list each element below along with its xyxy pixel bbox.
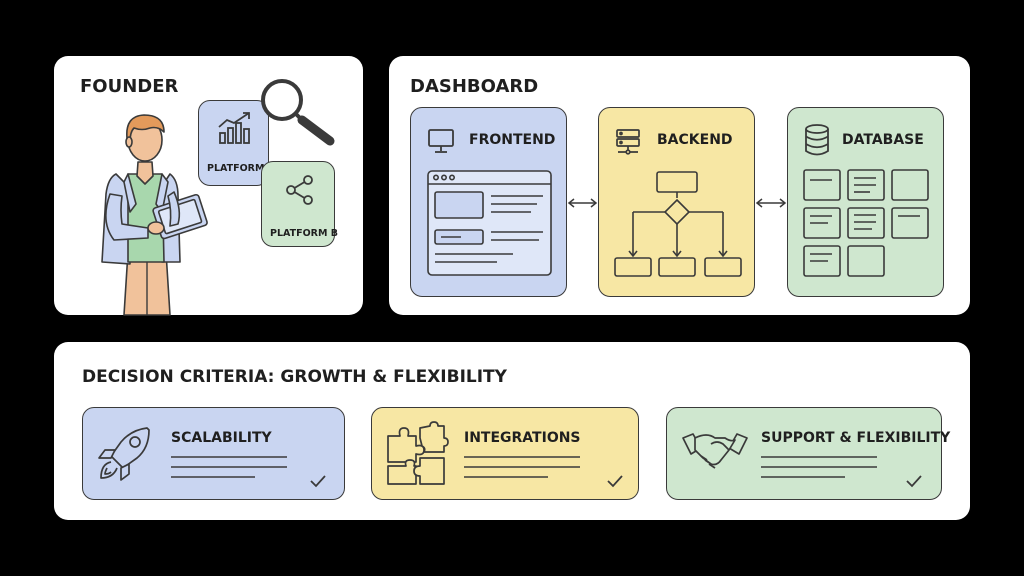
integrations-label: INTEGRATIONS (464, 430, 581, 446)
criteria-panel: DECISION CRITERIA: GROWTH & FLEXIBILITY … (54, 342, 970, 520)
magnifier-icon (261, 79, 335, 146)
integrations-text-lines (464, 456, 580, 478)
scalability-text-lines (171, 456, 287, 478)
frontend-backend-connector (567, 198, 598, 208)
criteria-title: DECISION CRITERIA: GROWTH & FLEXIBILITY (82, 367, 507, 387)
backend-label: BACKEND (657, 132, 733, 148)
frontend-label: FRONTEND (469, 132, 556, 148)
scalability-label: SCALABILITY (171, 430, 272, 446)
dashboard-title: DASHBOARD (410, 76, 539, 97)
handshake-icon (682, 433, 748, 469)
support-flexibility-text-lines (761, 456, 877, 478)
dashboard-panel: DASHBOARD FRONTEND (389, 56, 970, 315)
frontend-card[interactable]: FRONTEND (410, 107, 567, 297)
scalability-card[interactable]: SCALABILITY (82, 407, 345, 500)
share-icon (286, 175, 313, 205)
browser-window-icon (427, 170, 552, 276)
scalability-check-icon (310, 475, 326, 488)
backend-database-connector (755, 198, 787, 208)
backend-card[interactable]: BACKEND (598, 107, 755, 297)
server-icon (616, 129, 640, 155)
monitor-icon (428, 129, 454, 153)
rocket-icon (98, 427, 150, 481)
support-flexibility-label: SUPPORT & FLEXIBILITY (761, 430, 951, 446)
platform-a-card[interactable]: PLATFORM A (198, 100, 275, 186)
support-flexibility-check-icon (906, 475, 922, 488)
person-tablet-icon (101, 114, 208, 316)
integrations-check-icon (607, 475, 623, 488)
puzzle-icon (387, 421, 449, 485)
flowchart-icon (614, 171, 742, 277)
support-flexibility-card[interactable]: SUPPORT & FLEXIBILITY (666, 407, 950, 500)
platform-b-label: PLATFORM B (270, 228, 338, 239)
database-label: DATABASE (842, 132, 924, 148)
platform-b-card[interactable]: PLATFORM B (261, 161, 338, 247)
growth-chart-icon (218, 112, 250, 144)
founder-title: FOUNDER (80, 76, 179, 97)
founder-panel: FOUNDER PLATFORM A PLATFORM (54, 56, 363, 316)
database-icon (805, 124, 829, 156)
data-grid-icon (803, 169, 929, 277)
integrations-card[interactable]: INTEGRATIONS (371, 407, 639, 500)
platform-a-label: PLATFORM A (207, 163, 276, 174)
database-card[interactable]: DATABASE (787, 107, 944, 297)
